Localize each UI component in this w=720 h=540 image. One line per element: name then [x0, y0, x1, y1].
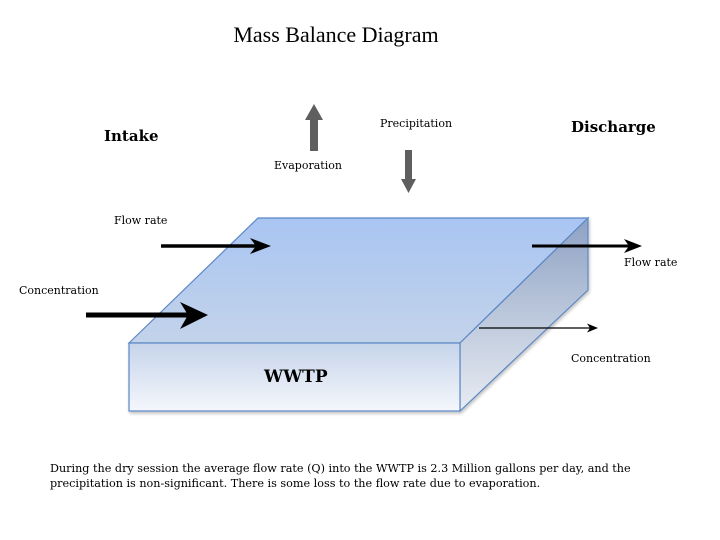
discharge-flow-rate-label: Flow rate: [624, 256, 678, 269]
intake-flow-rate-arrow: [161, 238, 271, 254]
discharge-heading: Discharge: [571, 118, 656, 136]
wwtp-box-front-face: [128, 342, 461, 412]
intake-concentration-label: Concentration: [19, 284, 99, 297]
intake-concentration-arrow: [86, 302, 208, 329]
wwtp-label: WWTP: [264, 367, 328, 387]
diagram-title: Mass Balance Diagram: [233, 22, 439, 47]
evaporation-label: Evaporation: [274, 159, 342, 172]
precipitation-label: Precipitation: [380, 117, 453, 130]
intake-flow-rate-label: Flow rate: [114, 214, 168, 227]
wwtp-box: [127, 216, 590, 413]
precipitation-arrow: [401, 150, 416, 193]
evaporation-arrow: [305, 104, 323, 151]
caption-text: During the dry session the average flow …: [50, 462, 631, 490]
discharge-flow-rate-arrow: [532, 239, 642, 253]
discharge-concentration-arrow: [479, 323, 598, 333]
discharge-concentration-label: Concentration: [571, 352, 651, 365]
intake-heading: Intake: [104, 127, 159, 145]
